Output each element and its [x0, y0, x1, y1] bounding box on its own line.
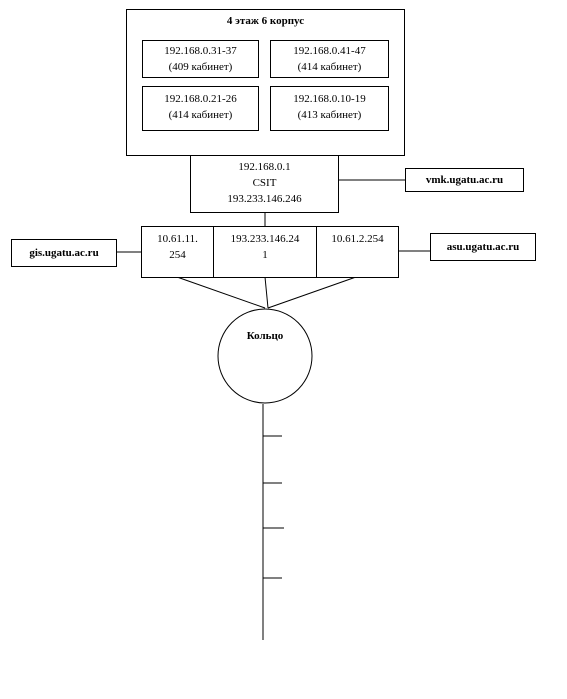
router-port-right — [316, 226, 399, 278]
router-left-line2: 254 — [169, 249, 186, 261]
ring-label: Кольцо — [246, 330, 284, 342]
host-gis-label: gis.ugatu.ac.ru — [29, 247, 99, 259]
host-asu-label: asu.ugatu.ac.ru — [446, 241, 520, 253]
router-port-left — [141, 226, 214, 278]
host-vmk-box — [405, 168, 524, 192]
subnet-room-4: (413 кабинет) — [297, 109, 362, 121]
router-middle-line1: 193.233.146.24 — [230, 233, 300, 245]
router-port-middle — [213, 226, 317, 278]
subnet-range-4: 192.168.0.10-19 — [293, 93, 366, 105]
router-right-line1: 10.61.2.254 — [331, 233, 384, 245]
line-left-ring — [176, 276, 266, 309]
router-left-line1: 10.61.11. — [157, 233, 198, 245]
gateway-name: CSIT — [252, 177, 277, 189]
subnet-range-3: 192.168.0.21-26 — [164, 93, 237, 105]
subnet-range-2: 192.168.0.41-47 — [293, 45, 366, 57]
building-title: 4 этаж 6 корпус — [226, 15, 305, 27]
gateway-ip: 192.168.0.1 — [238, 161, 291, 173]
host-asu-box — [430, 233, 536, 261]
subnet-box-2 — [270, 40, 389, 78]
subnet-range-1: 192.168.0.31-37 — [164, 45, 237, 57]
subnet-room-2: (414 кабинет) — [297, 61, 362, 73]
subnet-room-3: (414 кабинет) — [168, 109, 233, 121]
line-right-ring — [267, 276, 357, 309]
gateway-box — [190, 155, 339, 213]
host-vmk-label: vmk.ugatu.ac.ru — [425, 174, 504, 186]
gateway-ext-ip: 193.233.146.246 — [227, 193, 302, 205]
line-middle-ring — [264, 276, 269, 309]
host-gis-box — [11, 239, 117, 267]
building-box — [126, 9, 405, 156]
subnet-room-1: (409 кабинет) — [168, 61, 233, 73]
subnet-box-3 — [142, 86, 259, 131]
subnet-box-1 — [142, 40, 259, 78]
router-middle-line2: 1 — [262, 249, 268, 261]
ring-circle — [217, 308, 313, 404]
subnet-box-4 — [270, 86, 389, 131]
